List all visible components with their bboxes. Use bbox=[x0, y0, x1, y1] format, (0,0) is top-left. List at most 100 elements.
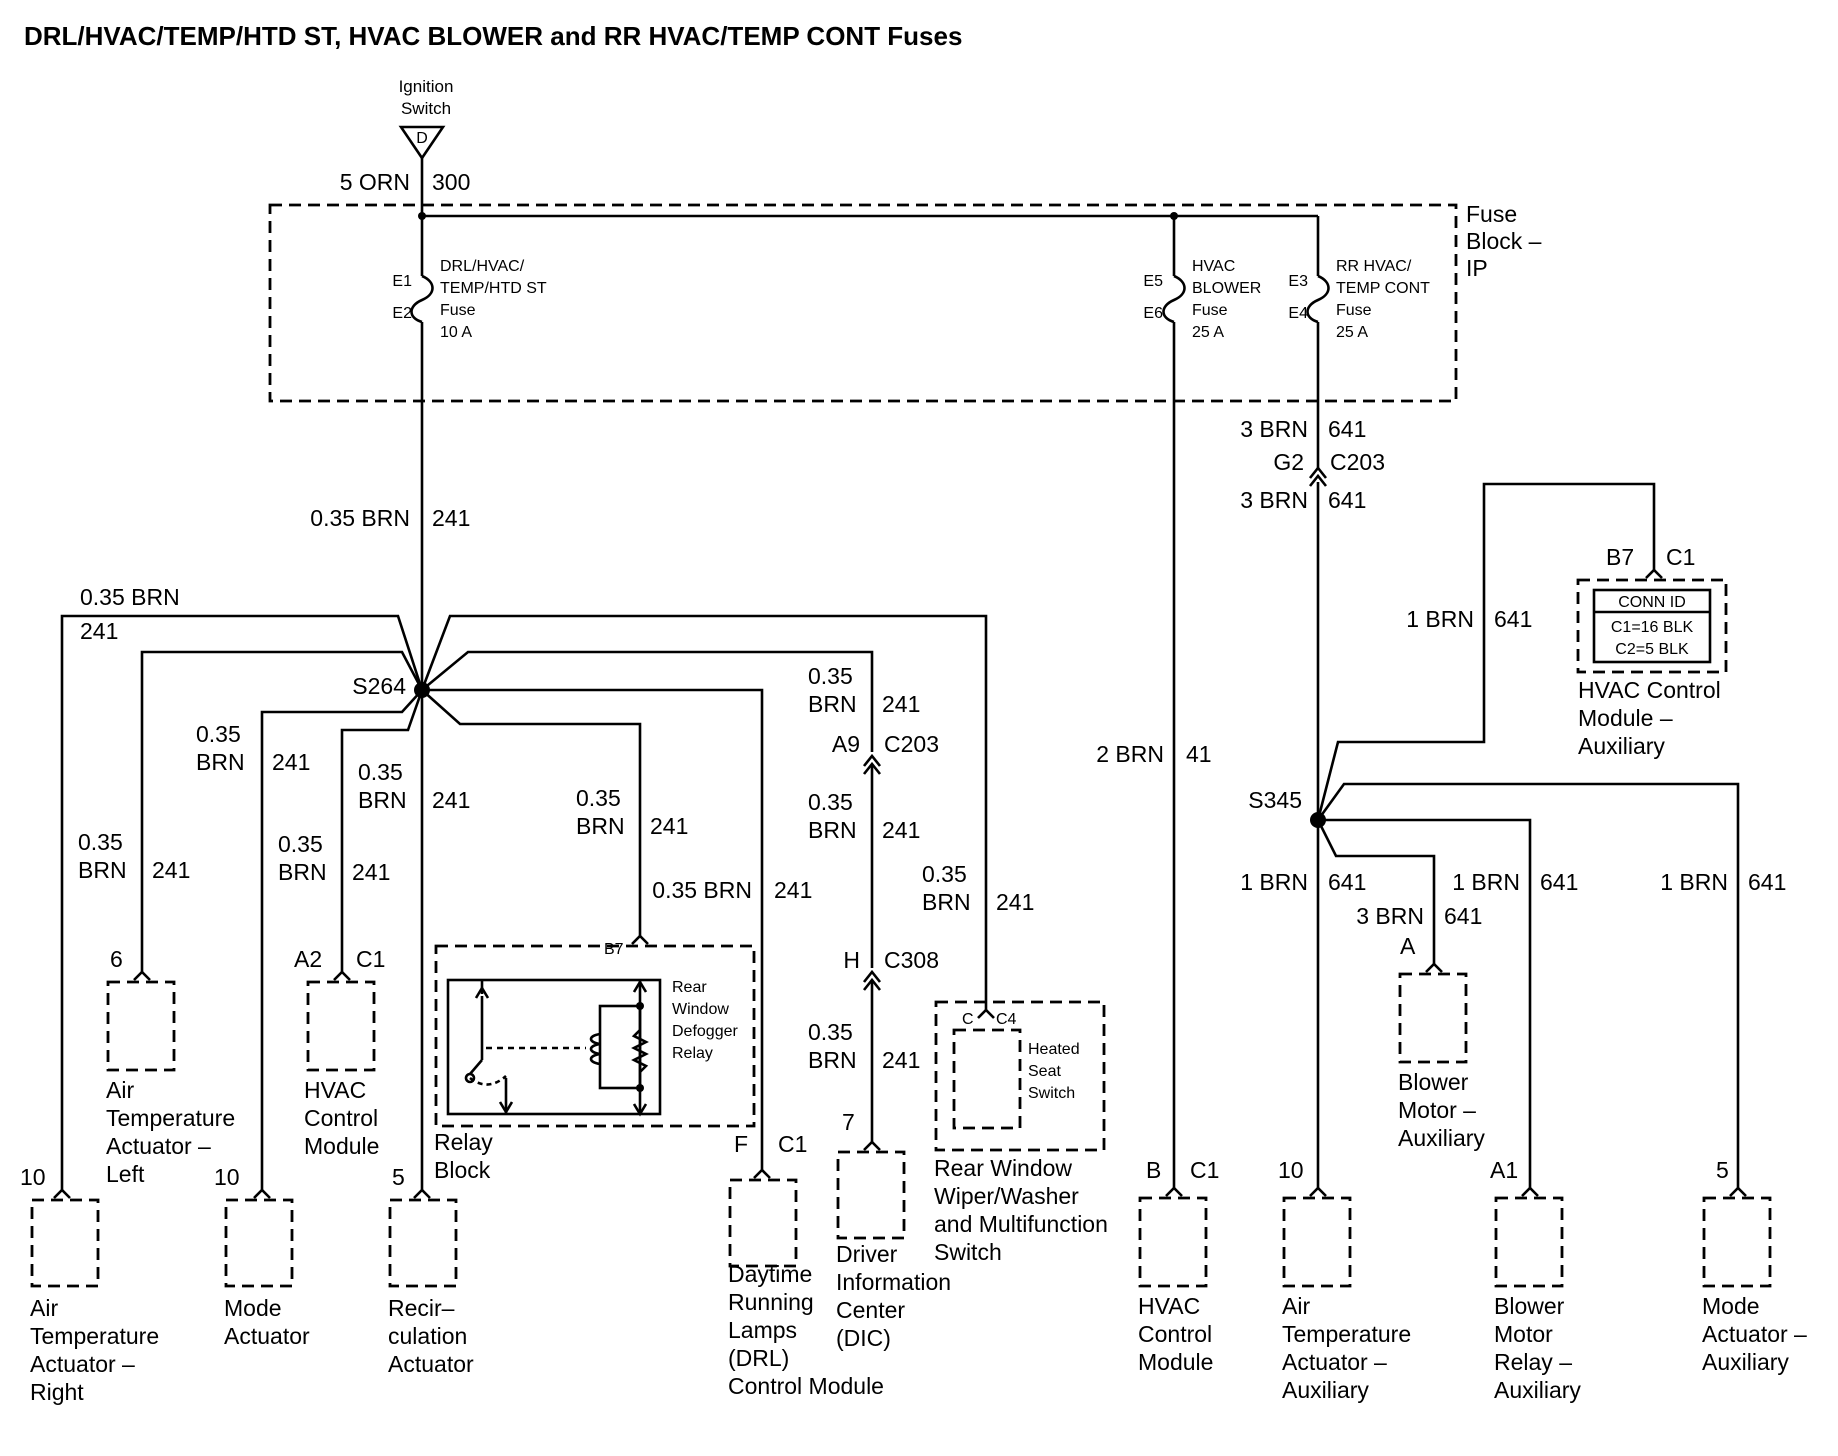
connector-g2-pin: G2 bbox=[1273, 449, 1304, 475]
pin-heated-seat-conn: C4 bbox=[996, 1011, 1017, 1028]
component-name-line: Information bbox=[836, 1269, 951, 1295]
relay-label-2: Window bbox=[672, 1001, 729, 1018]
trunk-241-size: 0.35 BRN bbox=[310, 505, 410, 531]
rr-wire-size-top: 3 BRN bbox=[1240, 416, 1308, 442]
pin-recirc: 5 bbox=[392, 1164, 405, 1190]
component-name-line: HVAC bbox=[304, 1077, 366, 1103]
wire-hvac-cm-brn: BRN bbox=[278, 859, 327, 885]
wire-mode-size: 0.35 bbox=[196, 721, 241, 747]
component-name-line: Module bbox=[1138, 1349, 1213, 1375]
component-name-line: Auxiliary bbox=[1494, 1377, 1581, 1403]
connector-c308: C308 bbox=[884, 947, 939, 973]
pin-mode: 10 bbox=[214, 1164, 240, 1190]
fuse-rr-label-4: 25 A bbox=[1336, 324, 1368, 341]
rr-wire-circuit-top: 641 bbox=[1328, 416, 1366, 442]
ignition-switch-triangle-icon bbox=[398, 125, 446, 161]
component-name-line: Center bbox=[836, 1297, 905, 1323]
pin-hvac-cm-conn: C1 bbox=[356, 946, 385, 972]
wire-air-temp-right-size: 0.35 BRN bbox=[80, 584, 180, 610]
component-name-line: Left bbox=[106, 1161, 145, 1187]
relay-label-3: Defogger bbox=[672, 1023, 738, 1040]
mode-actuator-box bbox=[224, 1198, 294, 1288]
component-name-line: Blower bbox=[1494, 1293, 1565, 1319]
component-name-line: Temperature bbox=[1282, 1321, 1411, 1347]
wire-blower-size: 2 BRN bbox=[1096, 741, 1164, 767]
component-name-line: Lamps bbox=[728, 1317, 797, 1343]
wire-dic-mid-size: 0.35 bbox=[808, 789, 853, 815]
drl-control-module-box bbox=[728, 1178, 798, 1268]
wire-blower-aux-size: 3 BRN bbox=[1356, 903, 1424, 929]
pin-air-temp-aux: 10 bbox=[1278, 1157, 1304, 1183]
wire-dic-bottom-size: 0.35 bbox=[808, 1019, 853, 1045]
wire-dic-bottom-circuit: 241 bbox=[882, 1047, 920, 1073]
fuse-rr-in-terminal: E3 bbox=[1288, 273, 1308, 290]
fuse-blower-out-terminal: E6 bbox=[1143, 305, 1163, 322]
heated-seat-label-3: Switch bbox=[1028, 1085, 1075, 1102]
pin-drl: F bbox=[734, 1131, 748, 1157]
relay-label-4: Relay bbox=[672, 1045, 713, 1062]
wire-air-temp-aux-circuit: 641 bbox=[1328, 869, 1366, 895]
blower-motor-relay-aux-box bbox=[1494, 1196, 1564, 1288]
splice-s264-label: S264 bbox=[352, 673, 406, 699]
pin-relay: B7 bbox=[604, 941, 624, 958]
pin-hvac-cm: A2 bbox=[294, 946, 322, 972]
component-name-line: Recir– bbox=[388, 1295, 455, 1321]
component-name-line: Control bbox=[304, 1105, 378, 1131]
wire-drl-circuit: 241 bbox=[774, 877, 812, 903]
component-name-line: Air bbox=[30, 1295, 58, 1321]
wire-hvac-cm-circuit: 241 bbox=[352, 859, 390, 885]
component-name-line: Relay – bbox=[1494, 1349, 1572, 1375]
pin-mode-aux: 5 bbox=[1716, 1157, 1729, 1183]
connector-a9-c203-icon bbox=[862, 753, 882, 767]
wire-air-temp-right-circuit: 241 bbox=[80, 618, 118, 644]
ignition-switch-label-2: Switch bbox=[401, 99, 451, 118]
component-name-line: Motor – bbox=[1398, 1097, 1476, 1123]
component-name-line: Air bbox=[106, 1077, 134, 1103]
component-name-line: Switch bbox=[934, 1239, 1002, 1265]
component-name-line: Actuator bbox=[224, 1323, 310, 1349]
recirculation-actuator-box bbox=[388, 1198, 458, 1288]
wire-dic-top-brn: BRN bbox=[808, 691, 857, 717]
conn-id-header: CONN ID bbox=[1618, 594, 1686, 611]
pin-drl-conn: C1 bbox=[778, 1131, 807, 1157]
wire-mode-circuit: 241 bbox=[272, 749, 310, 775]
heated-seat-switch-box bbox=[952, 1028, 1022, 1130]
rr-wire-size-bottom: 3 BRN bbox=[1240, 487, 1308, 513]
wire-air-temp-left-circuit: 241 bbox=[152, 857, 190, 883]
fuse-rr-label-2: TEMP CONT bbox=[1336, 280, 1430, 297]
component-name-line: Block bbox=[434, 1157, 491, 1183]
wire-blower-relay-aux-size: 1 BRN bbox=[1452, 869, 1520, 895]
pin-blower-relay-aux: A1 bbox=[1490, 1157, 1518, 1183]
relay-label-1: Rear bbox=[672, 979, 707, 996]
component-name-line: Auxiliary bbox=[1282, 1377, 1369, 1403]
pin-hvac-aux-conn: C1 bbox=[1666, 544, 1695, 570]
heated-seat-label-1: Heated bbox=[1028, 1041, 1080, 1058]
component-name-line: Driver bbox=[836, 1241, 898, 1267]
connector-g2-c203-icon bbox=[1308, 465, 1328, 479]
component-name-line: Actuator bbox=[388, 1351, 474, 1377]
wire-rear-wiper-size: 0.35 bbox=[922, 861, 967, 887]
component-name-line: (DRL) bbox=[728, 1345, 789, 1371]
fuse-blower-label-2: BLOWER bbox=[1192, 280, 1261, 297]
wire-hvac-cm-size: 0.35 bbox=[278, 831, 323, 857]
fuse-block-ip bbox=[268, 203, 1458, 403]
wire-relay-brn: BRN bbox=[576, 813, 625, 839]
component-name-line: and Multifunction bbox=[934, 1211, 1108, 1237]
component-name-line: Daytime bbox=[728, 1261, 812, 1287]
wire-recirc-size: 0.35 bbox=[358, 759, 403, 785]
conn-id-row-1: C1=16 BLK bbox=[1611, 619, 1694, 636]
wire-relay-size: 0.35 bbox=[576, 785, 621, 811]
hvac-control-module-2-box bbox=[1138, 1196, 1208, 1288]
connector-h-c308-icon bbox=[862, 969, 882, 983]
wire-rear-wiper-brn: BRN bbox=[922, 889, 971, 915]
connector-c203-rr: C203 bbox=[1330, 449, 1385, 475]
